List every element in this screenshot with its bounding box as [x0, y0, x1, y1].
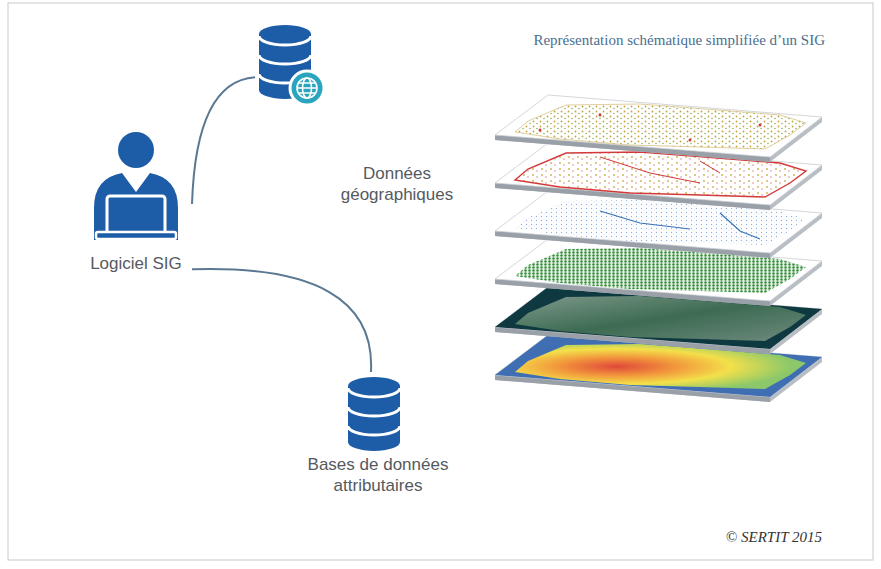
diagram-title: Représentation schématique simplifiée d’…: [440, 32, 825, 49]
geodata-node: Données géographiques: [255, 20, 467, 211]
user-icon: [88, 128, 184, 243]
node-label: Bases de données attributaires: [290, 454, 466, 496]
attribute-db-node: Bases de données attributaires: [290, 372, 466, 502]
node-label: Données géographiques: [327, 163, 467, 205]
points-layer: [495, 95, 822, 162]
software-node: Logiciel SIG: [80, 128, 192, 280]
attribute-database-icon: [346, 374, 404, 454]
curved-connector: [192, 269, 371, 372]
geodata-database-icon: [257, 22, 329, 110]
node-label: Logiciel SIG: [80, 253, 192, 274]
curved-connector: [192, 77, 255, 204]
copyright-caption: © SERTIT 2015: [680, 529, 822, 546]
